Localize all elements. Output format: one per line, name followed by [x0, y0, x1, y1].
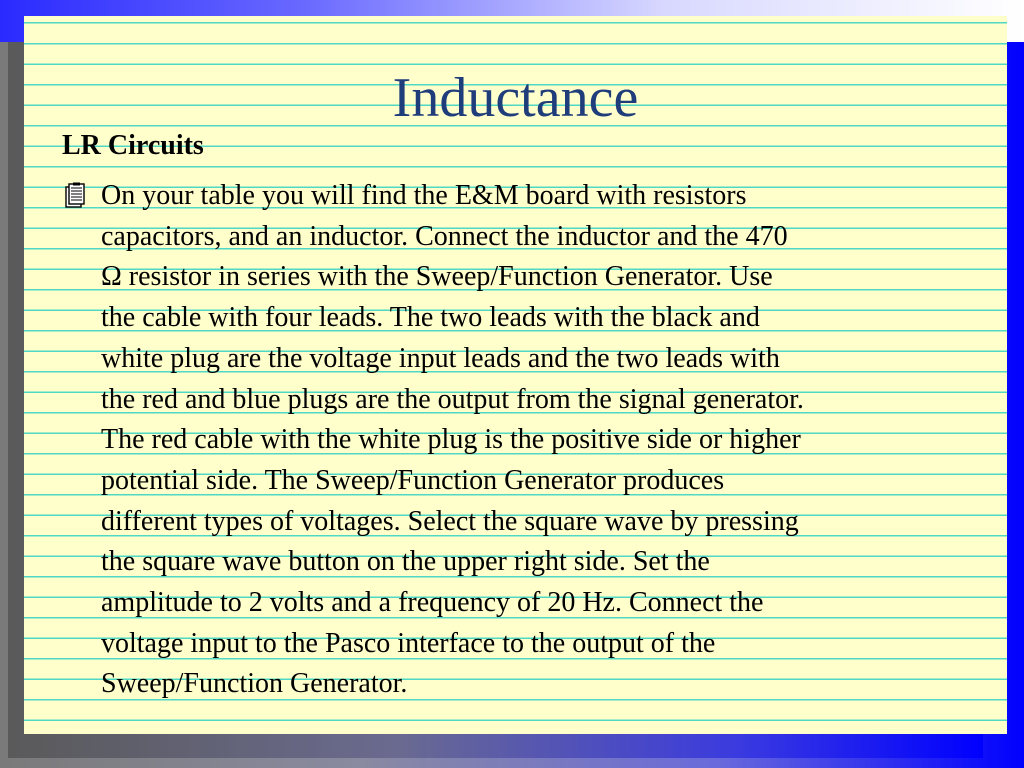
- slide-subtitle: LR Circuits: [62, 130, 204, 161]
- body-line: capacitors, and an inductor. Connect the…: [101, 220, 788, 252]
- body-line: the cable with four leads. The two leads…: [101, 302, 760, 334]
- slide-title: Inductance: [392, 67, 639, 129]
- body-line: potential side. The Sweep/Function Gener…: [101, 464, 725, 496]
- body-line: the red and blue plugs are the output fr…: [101, 383, 804, 415]
- body-line: voltage input to the Pasco interface to …: [101, 627, 716, 659]
- body-line: Sweep/Function Generator.: [101, 668, 408, 700]
- body-line: The red cable with the white plug is the…: [101, 424, 801, 456]
- slide-paper: Inductance LR Circuits On your table you…: [24, 16, 1007, 734]
- body-line: white plug are the voltage input leads a…: [101, 342, 780, 374]
- body-line: On your table you will find the E&M boar…: [101, 180, 747, 211]
- notepad-icon: [65, 182, 85, 208]
- bullet-paragraph: On your table you will find the E&M boar…: [101, 176, 981, 705]
- body-line: different types of voltages. Select the …: [101, 505, 799, 537]
- body-line: the square wave button on the upper righ…: [101, 546, 710, 578]
- body-line: amplitude to 2 volts and a frequency of …: [101, 587, 764, 619]
- body-line: Ω resistor in series with the Sweep/Func…: [101, 261, 773, 293]
